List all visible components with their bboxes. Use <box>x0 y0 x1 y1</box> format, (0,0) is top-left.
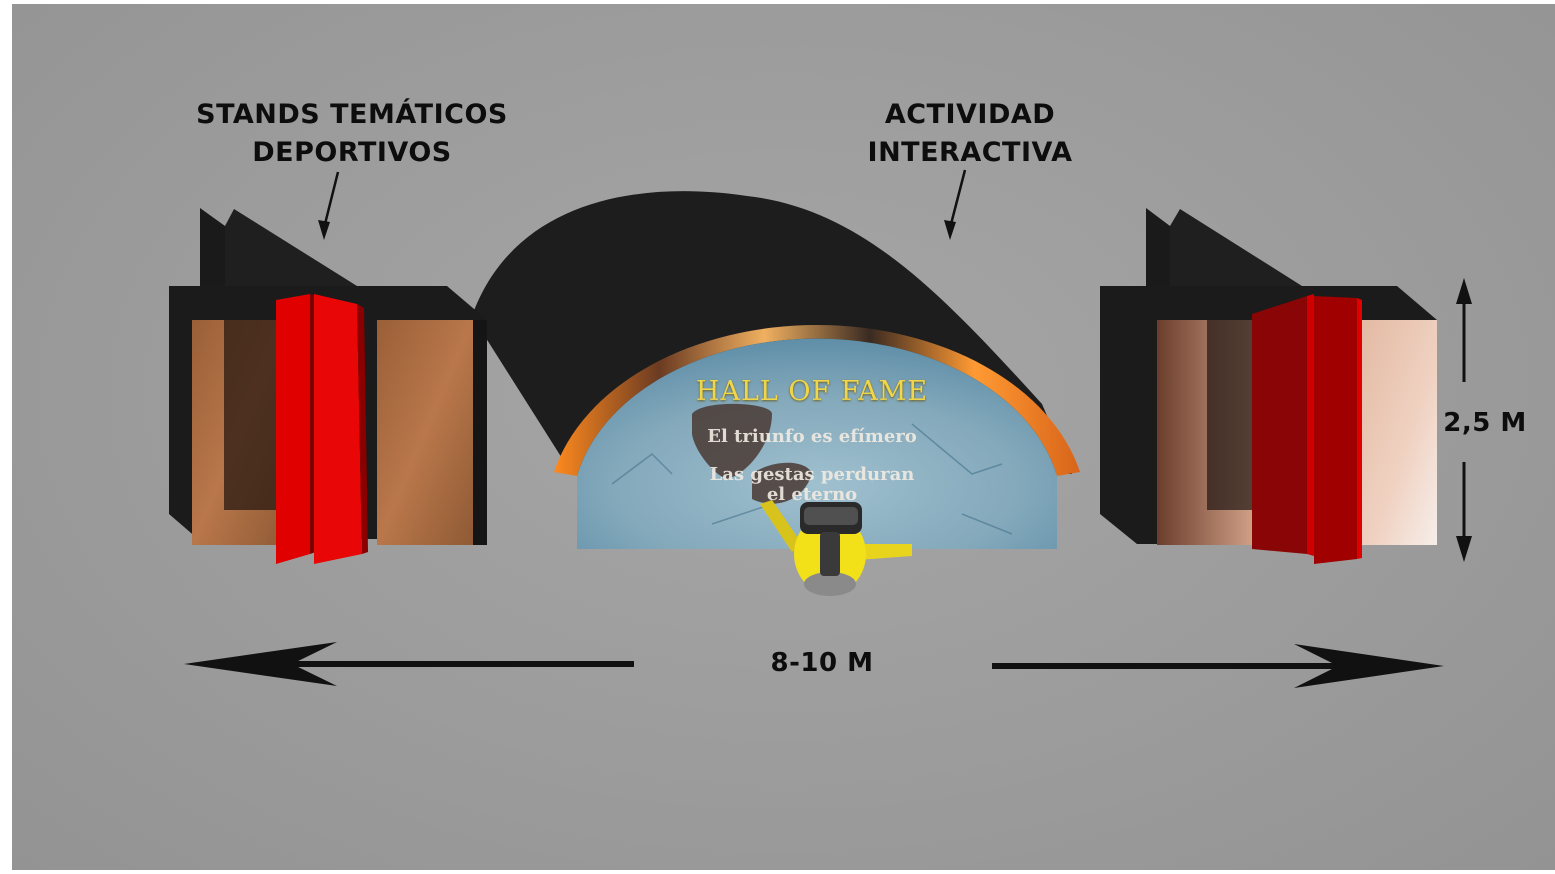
activity-label: ACTIVIDAD INTERACTIVA <box>840 96 1100 172</box>
screen-line-1: El triunfo es efímero <box>707 426 917 447</box>
screen-line-2: Las gestas perduran <box>709 464 915 485</box>
height-dimension-arrow <box>1456 278 1472 562</box>
annotation-arrows <box>318 169 967 240</box>
activity-label-line-2: INTERACTIVA <box>867 137 1073 168</box>
activity-label-line-1: ACTIVIDAD <box>884 99 1056 130</box>
stands-label: STANDS TEMÁTICOS DEPORTIVOS <box>172 96 532 172</box>
stands-label-line-1: STANDS TEMÁTICOS <box>196 99 508 130</box>
width-label: 8-10 M <box>770 648 874 678</box>
hall-of-fame-screen <box>554 324 1080 549</box>
height-label: 2,5 M <box>1443 408 1527 438</box>
scene-illustration <box>169 169 1472 688</box>
screen-title: HALL OF FAME <box>695 376 929 407</box>
diagram-canvas: HALL OF FAME El triunfo es efímero Las g… <box>12 4 1555 870</box>
screen-line-3: el eterno <box>766 484 858 505</box>
right-stand <box>1100 208 1437 564</box>
left-stand <box>169 208 487 564</box>
vr-visitor-figure <box>760 500 912 596</box>
stands-label-line-2: DEPORTIVOS <box>252 137 452 168</box>
width-dimension-arrow <box>184 642 1444 688</box>
